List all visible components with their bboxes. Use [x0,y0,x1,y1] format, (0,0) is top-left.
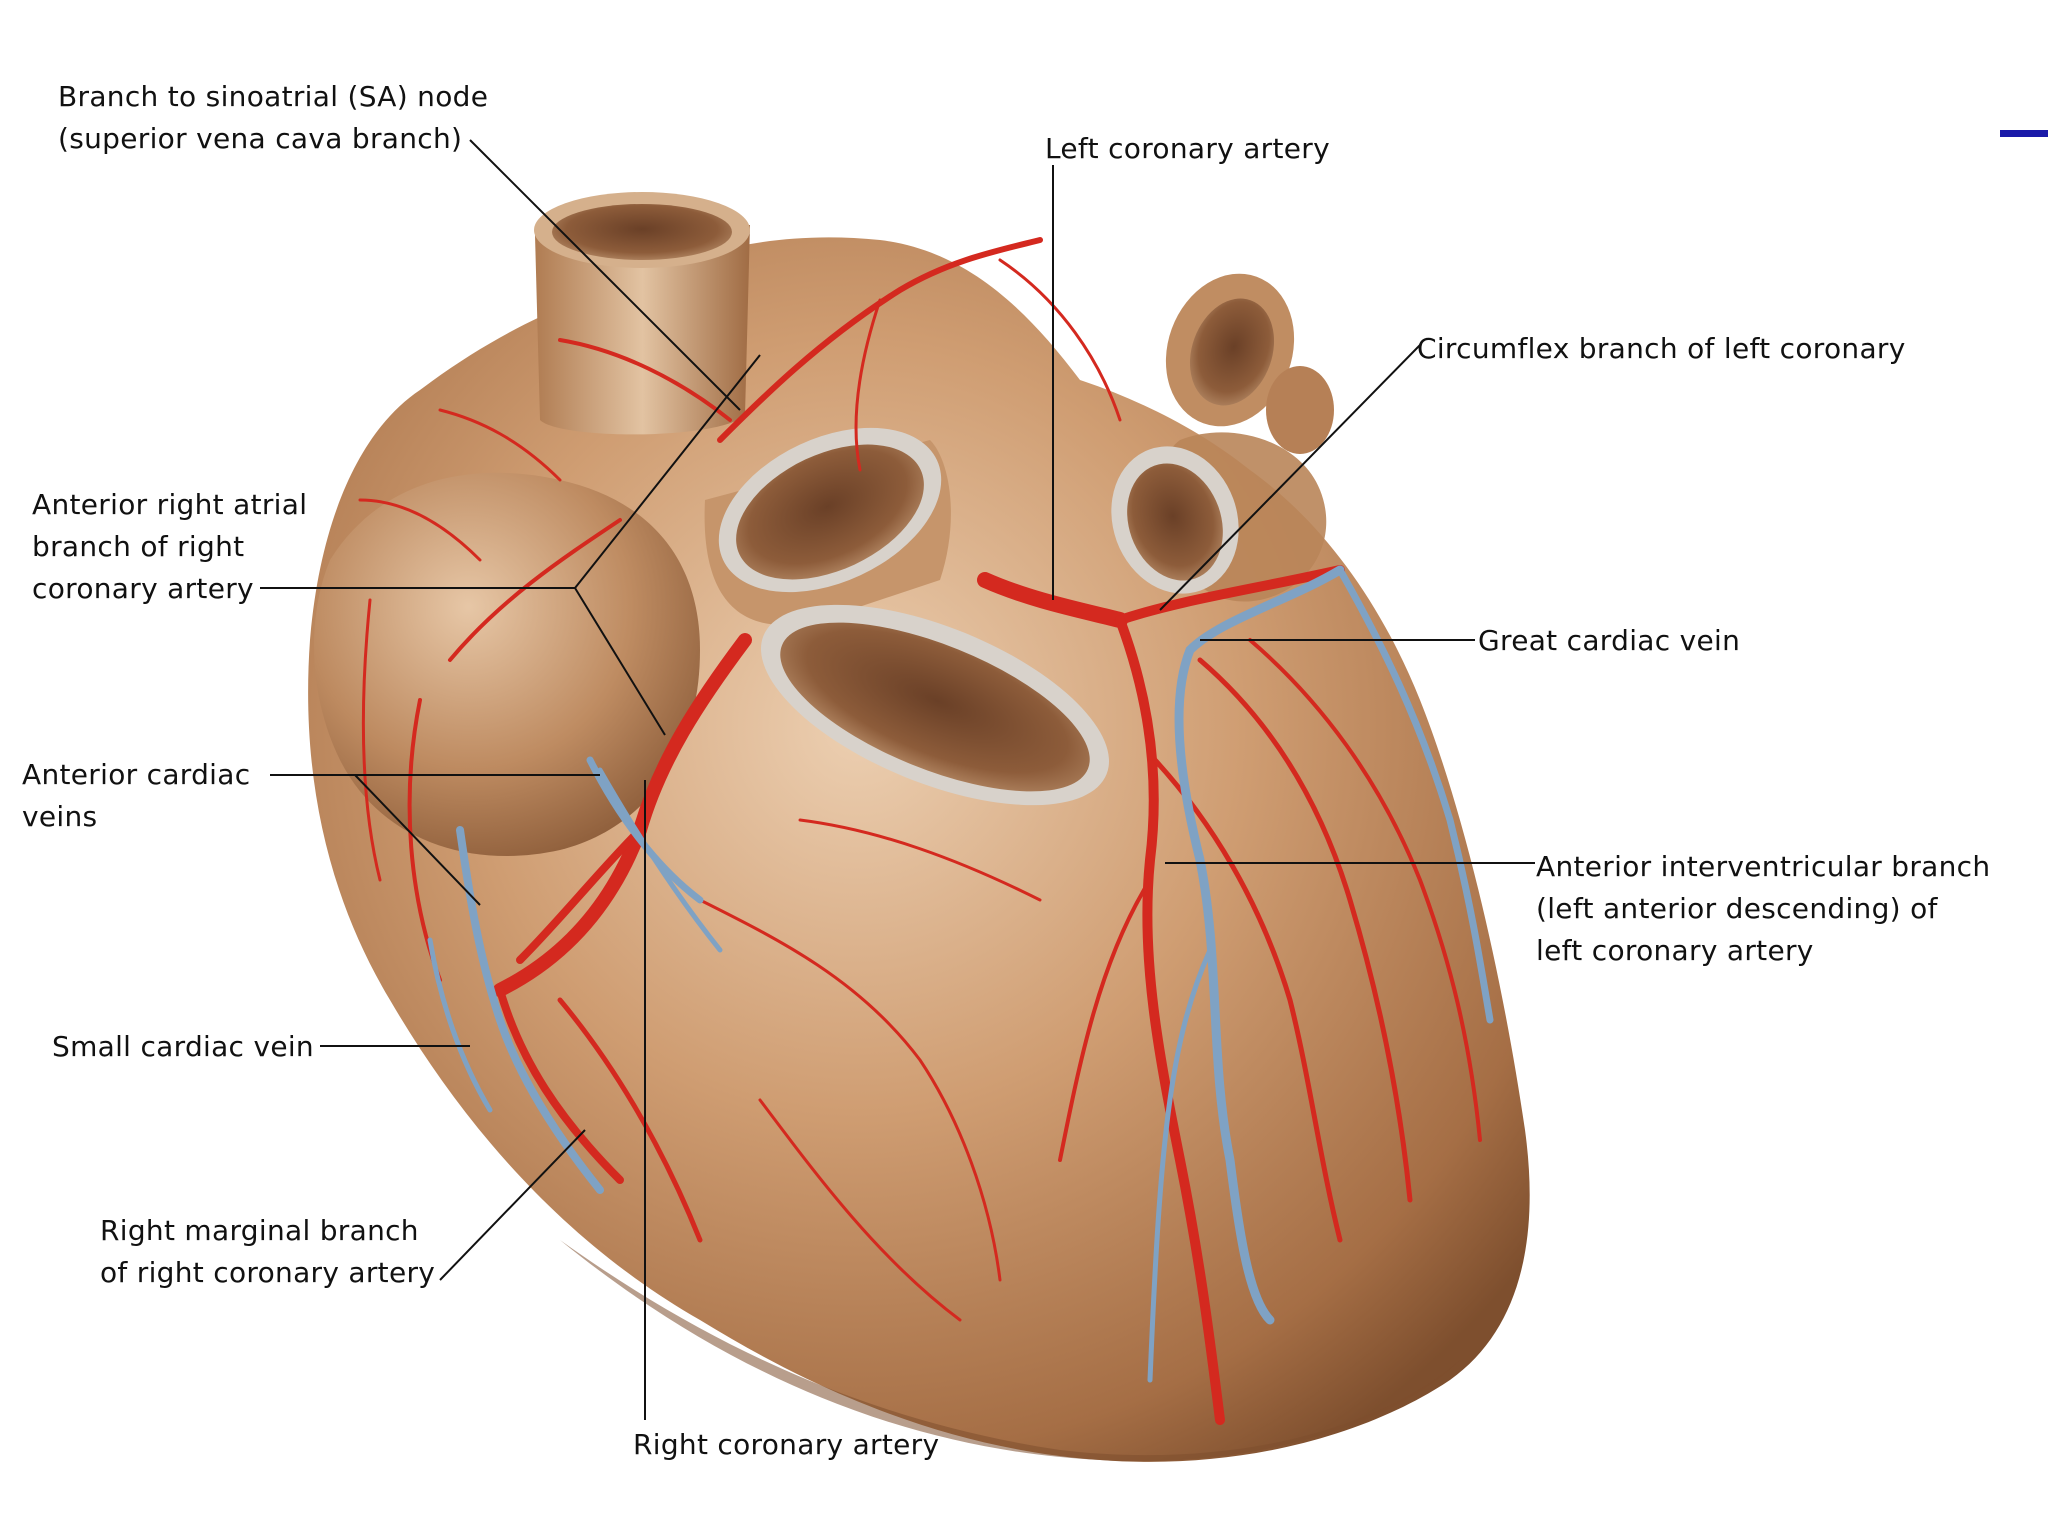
label-anterior-interventricular-branch: Anterior interventricular branch (left a… [1536,846,1990,972]
label-line: left coronary artery [1536,934,1814,967]
label-line: Left coronary artery [1045,132,1330,165]
label-anterior-cardiac-veins: Anterior cardiac veins [22,754,250,838]
label-left-coronary-artery: Left coronary artery [1045,128,1330,170]
label-line: (left anterior descending) of [1536,892,1938,925]
label-anterior-right-atrial-branch: Anterior right atrial branch of right co… [32,484,307,610]
superior-vena-cava [534,192,750,435]
label-right-coronary-artery: Right coronary artery [633,1424,939,1466]
label-great-cardiac-vein: Great cardiac vein [1478,620,1740,662]
label-line: Right coronary artery [633,1428,940,1461]
label-line: Right marginal branch [100,1214,419,1247]
label-line: Circumflex branch of left coronary [1417,332,1906,365]
label-line: branch of right [32,530,245,563]
aorta [704,427,951,625]
label-line: veins [22,800,98,833]
label-line: Anterior interventricular branch [1536,850,1991,883]
coronary-arteries [358,237,1482,1425]
label-line: Anterior cardiac [22,758,251,791]
label-circumflex-branch: Circumflex branch of left coronary [1417,328,1906,370]
label-sa-node-branch: Branch to sinoatrial (SA) node (superior… [58,76,488,160]
accent-dash [2000,130,2048,137]
great-vessel-opening [761,604,1109,806]
label-right-marginal-branch: Right marginal branch of right coronary … [100,1210,435,1294]
leader-lines [260,139,1535,1420]
label-line: Small cardiac vein [52,1030,314,1063]
label-line: Anterior right atrial [32,488,308,521]
label-line: Great cardiac vein [1478,624,1741,657]
label-line: of right coronary artery [100,1256,436,1289]
label-line: coronary artery [32,572,254,605]
label-small-cardiac-vein: Small cardiac vein [52,1026,314,1068]
label-line: (superior vena cava branch) [58,122,463,155]
pulmonary-trunk [1111,446,1239,594]
pulmonary-veins [1165,273,1334,454]
label-line: Branch to sinoatrial (SA) node [58,80,489,113]
